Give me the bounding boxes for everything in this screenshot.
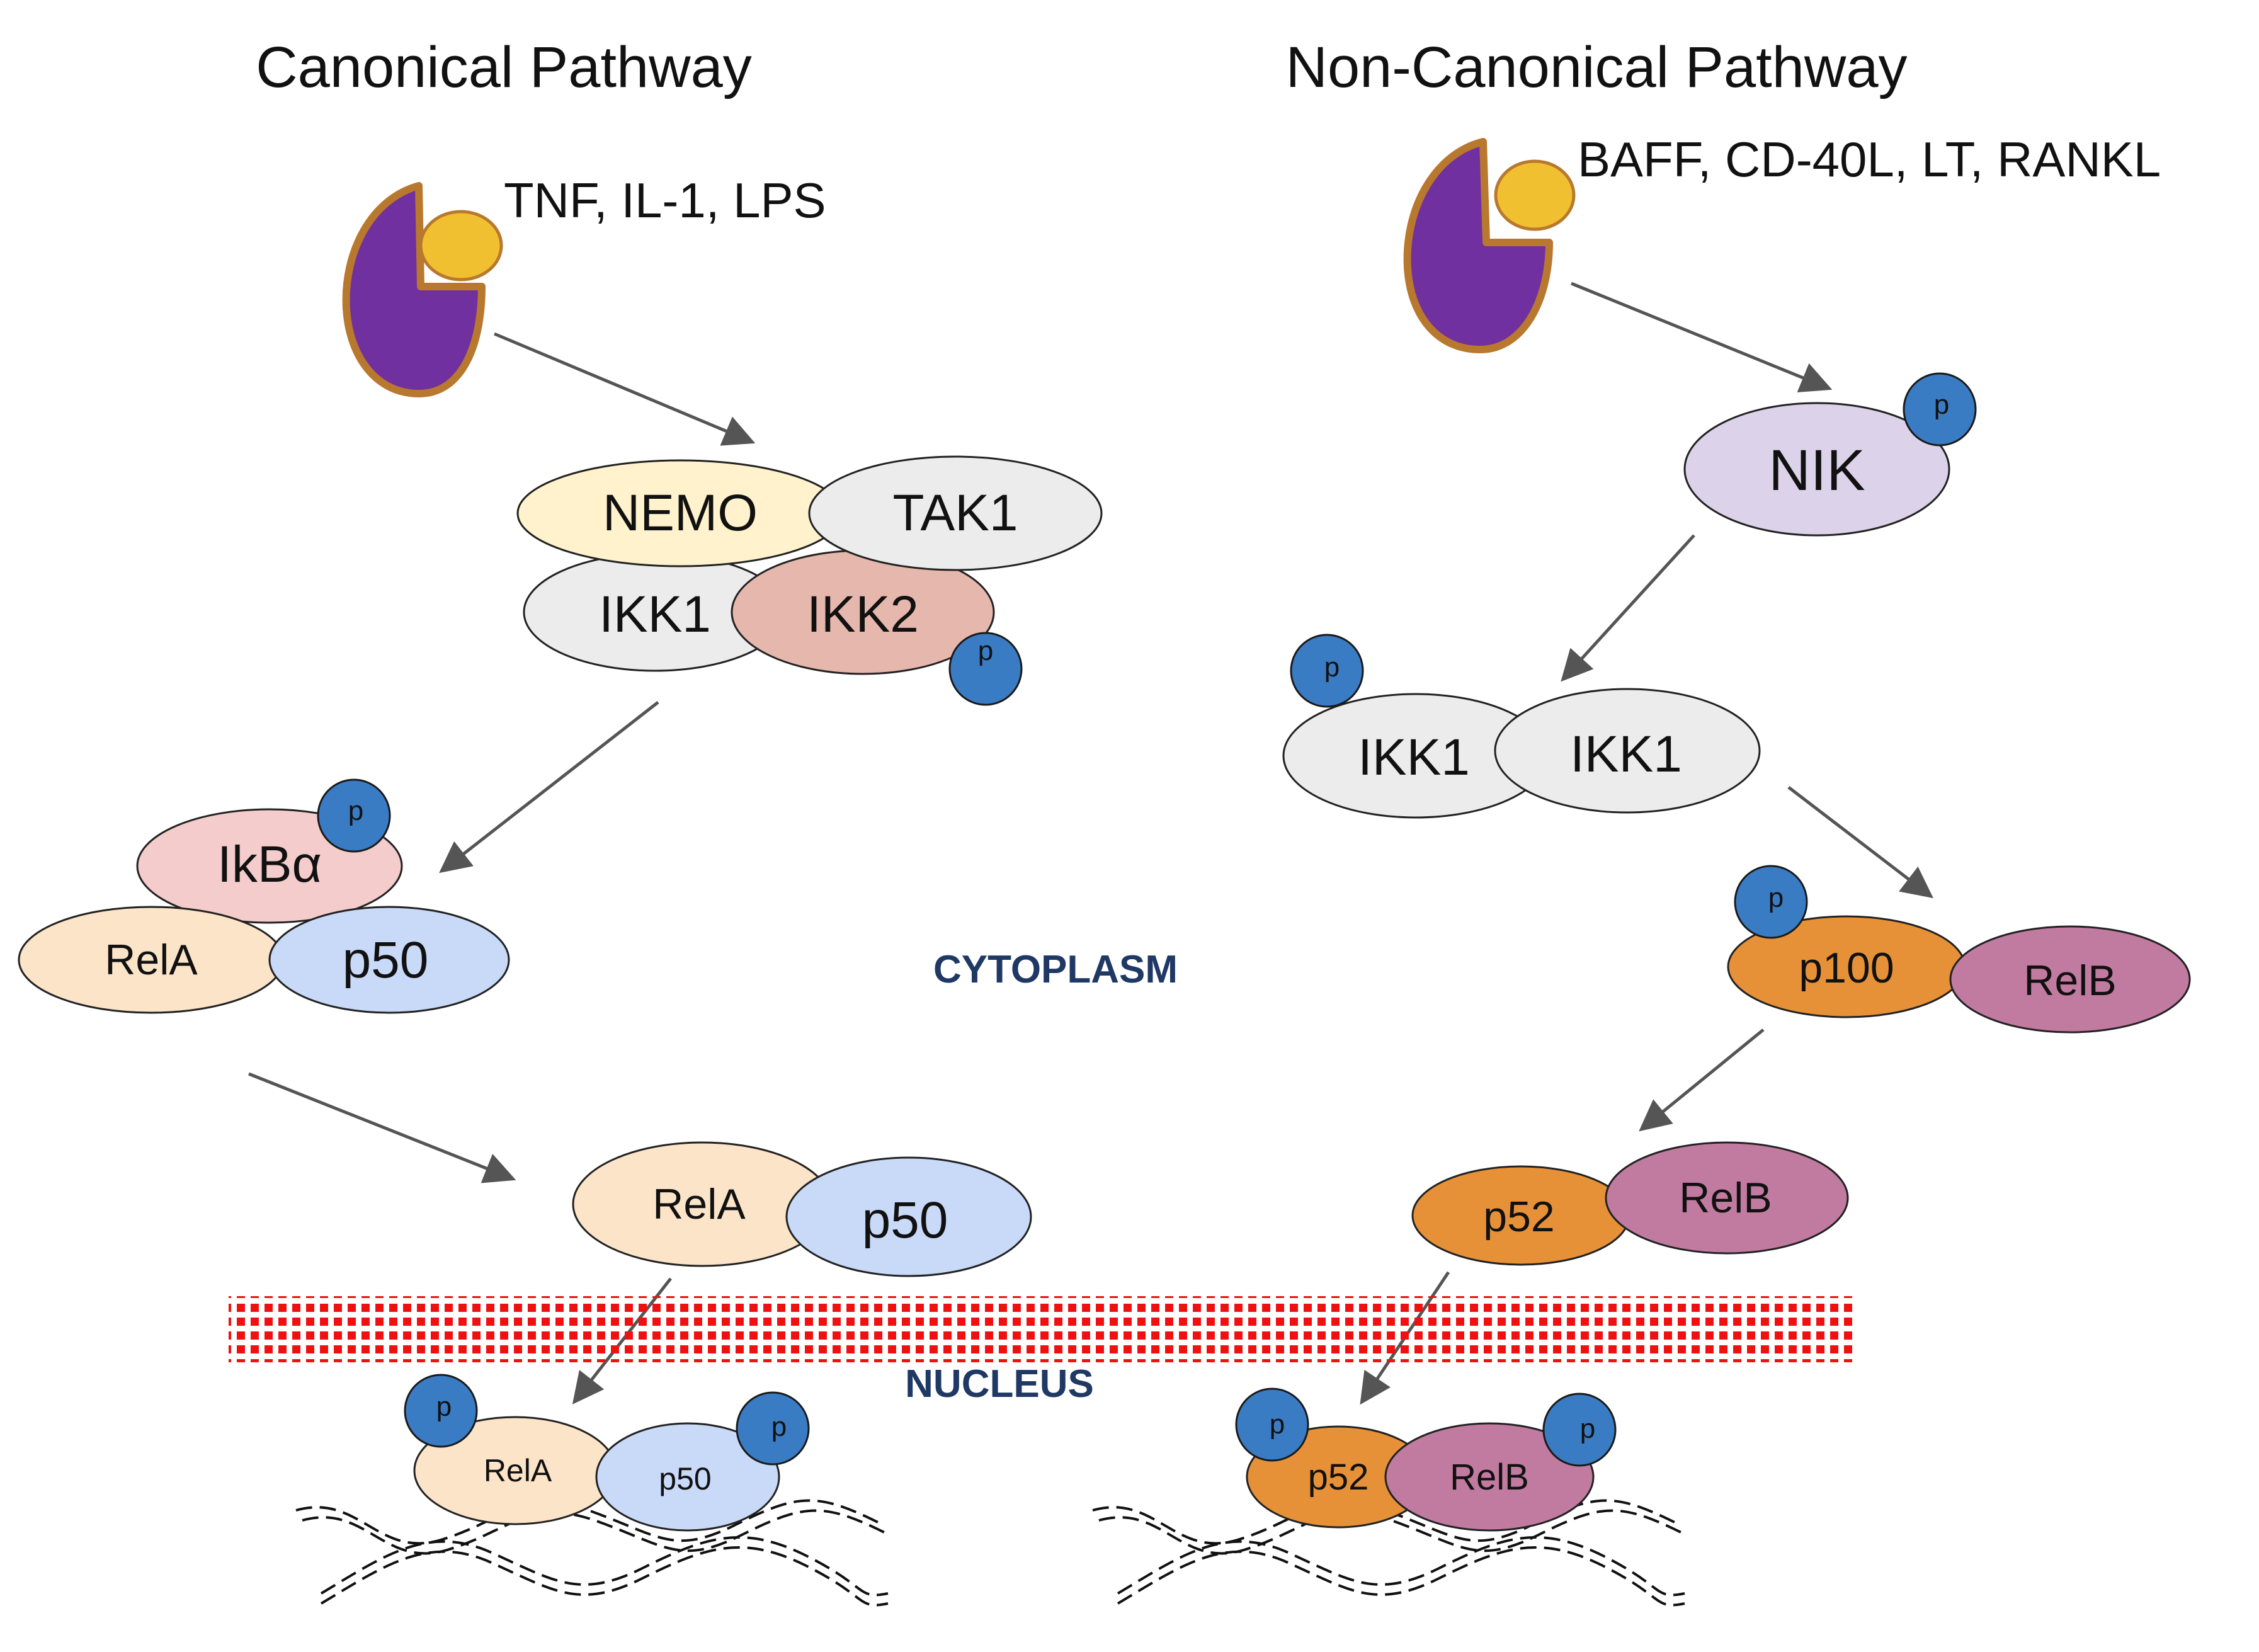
relb-protein — [1605, 1141, 1849, 1255]
relb-protein — [1384, 1422, 1595, 1532]
tak1-protein — [808, 455, 1103, 571]
canonical-title: Canonical Pathway — [256, 35, 752, 100]
phospho-label: p — [1324, 652, 1340, 683]
phospho-label: p — [1768, 882, 1784, 913]
p52-label: p52 — [1483, 1193, 1554, 1241]
ikk1-dimer: IKK1 IKK1 p — [1282, 634, 1761, 819]
rela-p50-free-dimer: RelA p50 — [572, 1141, 1032, 1277]
ikba-rela-p50-complex: IkBα RelA p50 p — [18, 778, 510, 1014]
p100-relb-complex: p100 RelB p — [1727, 865, 2191, 1034]
ligand-icon — [419, 210, 503, 282]
phospho-badge: p — [1734, 865, 1808, 939]
relb-protein — [1949, 925, 2191, 1034]
phospho-label: p — [348, 795, 363, 826]
nik-node: NIK p — [1683, 372, 1977, 537]
p52-relb-dimer: p52 RelB — [1411, 1141, 1849, 1266]
phospho-icon — [948, 632, 1023, 706]
phospho-badge: p — [1903, 372, 1977, 447]
non-canonical-receptor — [1403, 138, 1576, 353]
phospho-badge: p — [736, 1391, 810, 1466]
phospho-badge: p — [1542, 1393, 1617, 1467]
phospho-label: p — [1580, 1413, 1595, 1444]
phospho-label: p — [1934, 389, 1949, 420]
phospho-icon — [317, 778, 391, 853]
ikk1-protein-right — [1494, 688, 1761, 814]
arrow-receptor-to-nik — [1571, 282, 1833, 393]
nuclear-membrane — [229, 1296, 1855, 1362]
arrow-p100-to-p52 — [1639, 1028, 1765, 1132]
cytoplasm-label: CYTOPLASM — [933, 948, 1178, 991]
tak1-label: TAK1 — [893, 484, 1018, 542]
phospho-icon — [1290, 634, 1364, 708]
non-canonical-title: Non-Canonical Pathway — [1286, 35, 1908, 100]
pathway-arrows — [248, 282, 1933, 1405]
phospho-badge: p — [317, 778, 391, 853]
phospho-icon — [1734, 865, 1808, 939]
arrow-nik-to-ikk-dimer — [1561, 534, 1695, 682]
phospho-label: p — [978, 635, 993, 666]
p50-protein — [595, 1422, 780, 1532]
phospho-icon — [1903, 372, 1977, 447]
p50-label: p50 — [862, 1192, 948, 1249]
non-canonical-ligand-list: BAFF, CD-40L, LT, RANKL — [1578, 132, 2161, 187]
relb-label: RelB — [2023, 957, 2116, 1005]
ikba-label: IkBα — [217, 836, 322, 893]
p50-protein — [785, 1156, 1032, 1277]
phospho-icon — [404, 1374, 478, 1448]
p50-label: p50 — [343, 931, 429, 989]
phospho-badge: p — [948, 632, 1023, 706]
arrow-ikba-complex-to-free-dimer — [248, 1072, 516, 1183]
phospho-label: p — [436, 1391, 452, 1422]
phospho-label: p — [1270, 1409, 1285, 1440]
rela-label: RelA — [652, 1180, 746, 1228]
nemo-label: NEMO — [603, 484, 758, 542]
dna-strand-canonical — [295, 1499, 889, 1607]
phospho-icon — [736, 1391, 810, 1466]
phospho-icon — [1235, 1387, 1309, 1462]
nuclear-rela-p50-dimer: RelA p50 p p — [404, 1374, 810, 1532]
p52-label: p52 — [1308, 1457, 1369, 1498]
nucleus-label: NUCLEUS — [905, 1362, 1094, 1406]
ikk1-label: IKK1 — [599, 586, 711, 643]
canonical-ligand-list: TNF, IL-1, LPS — [504, 173, 826, 228]
p50-protein — [268, 906, 510, 1014]
phospho-badge: p — [1235, 1387, 1309, 1462]
ikk2-label: IKK2 — [807, 586, 919, 643]
nuclear-p52-relb-dimer: p52 RelB p p — [1235, 1387, 1617, 1532]
nik-label: NIK — [1768, 438, 1865, 503]
ligand-icon — [1494, 159, 1576, 231]
arrow-ikk-dimer-to-p100 — [1787, 786, 1933, 899]
p50-label: p50 — [659, 1461, 711, 1496]
phospho-label: p — [771, 1411, 787, 1442]
relb-label: RelB — [1679, 1174, 1772, 1222]
phospho-icon — [1542, 1393, 1617, 1467]
ikk-complex: NEMO TAK1 IKK1 IKK2 p — [516, 455, 1103, 706]
receptor-icon — [1403, 138, 1553, 353]
phospho-badge: p — [1290, 634, 1364, 708]
nik-protein — [1683, 402, 1950, 537]
arrow-ikk-to-ikba-complex — [439, 701, 659, 874]
p100-label: p100 — [1799, 944, 1894, 992]
rela-label: RelA — [484, 1453, 552, 1488]
receptor-icon — [342, 182, 486, 397]
arrow-receptor-to-ikk-complex — [494, 332, 756, 446]
rela-label: RelA — [105, 936, 198, 984]
relb-label: RelB — [1450, 1457, 1529, 1498]
ikk1-right-label: IKK1 — [1570, 726, 1682, 783]
phospho-badge: p — [404, 1374, 478, 1448]
canonical-receptor — [342, 182, 503, 397]
ikk1-left-label: IKK1 — [1358, 729, 1470, 786]
